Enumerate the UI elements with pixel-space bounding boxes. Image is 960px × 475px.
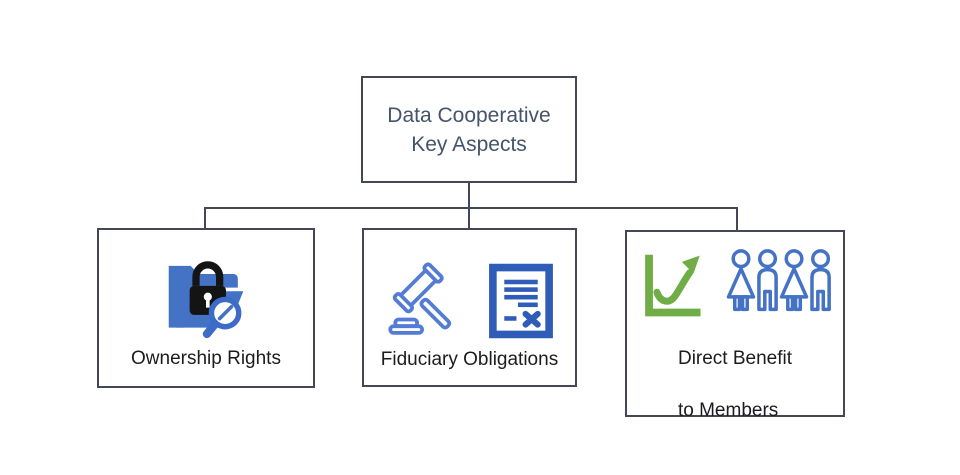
connector-drop-benefit <box>736 207 738 231</box>
node-ownership-rights: Ownership Rights <box>97 228 315 388</box>
benefit-icon-row <box>635 246 835 326</box>
benefit-label: Direct Benefit to Members <box>678 346 792 424</box>
gavel-icon <box>381 259 465 343</box>
fiduciary-icon-row <box>381 259 559 343</box>
connector-drop-fiduciary <box>468 207 470 229</box>
root-node-key-aspects: Data Cooperative Key Aspects <box>361 76 577 183</box>
connector-root-stem <box>468 182 470 208</box>
fiduciary-label: Fiduciary Obligations <box>380 349 559 370</box>
node-fiduciary-obligations: Fiduciary Obligations <box>362 228 577 387</box>
folder-lock-search-icon <box>156 244 256 344</box>
members-group-icon <box>725 247 835 325</box>
root-title-line1: Data Cooperative <box>387 103 551 127</box>
connector-drop-ownership <box>204 207 206 229</box>
contract-document-icon <box>483 261 559 341</box>
benefit-label-line2: to Members <box>677 400 779 421</box>
connector-horizontal-bar <box>204 207 738 209</box>
benefit-label-line1: Direct Benefit <box>677 348 793 369</box>
growth-chart-icon <box>635 246 713 326</box>
node-direct-benefit: Direct Benefit to Members <box>625 230 845 421</box>
root-title-line2: Key Aspects <box>411 132 527 156</box>
ownership-icon-row <box>156 244 256 344</box>
ownership-label: Ownership Rights <box>131 348 281 369</box>
